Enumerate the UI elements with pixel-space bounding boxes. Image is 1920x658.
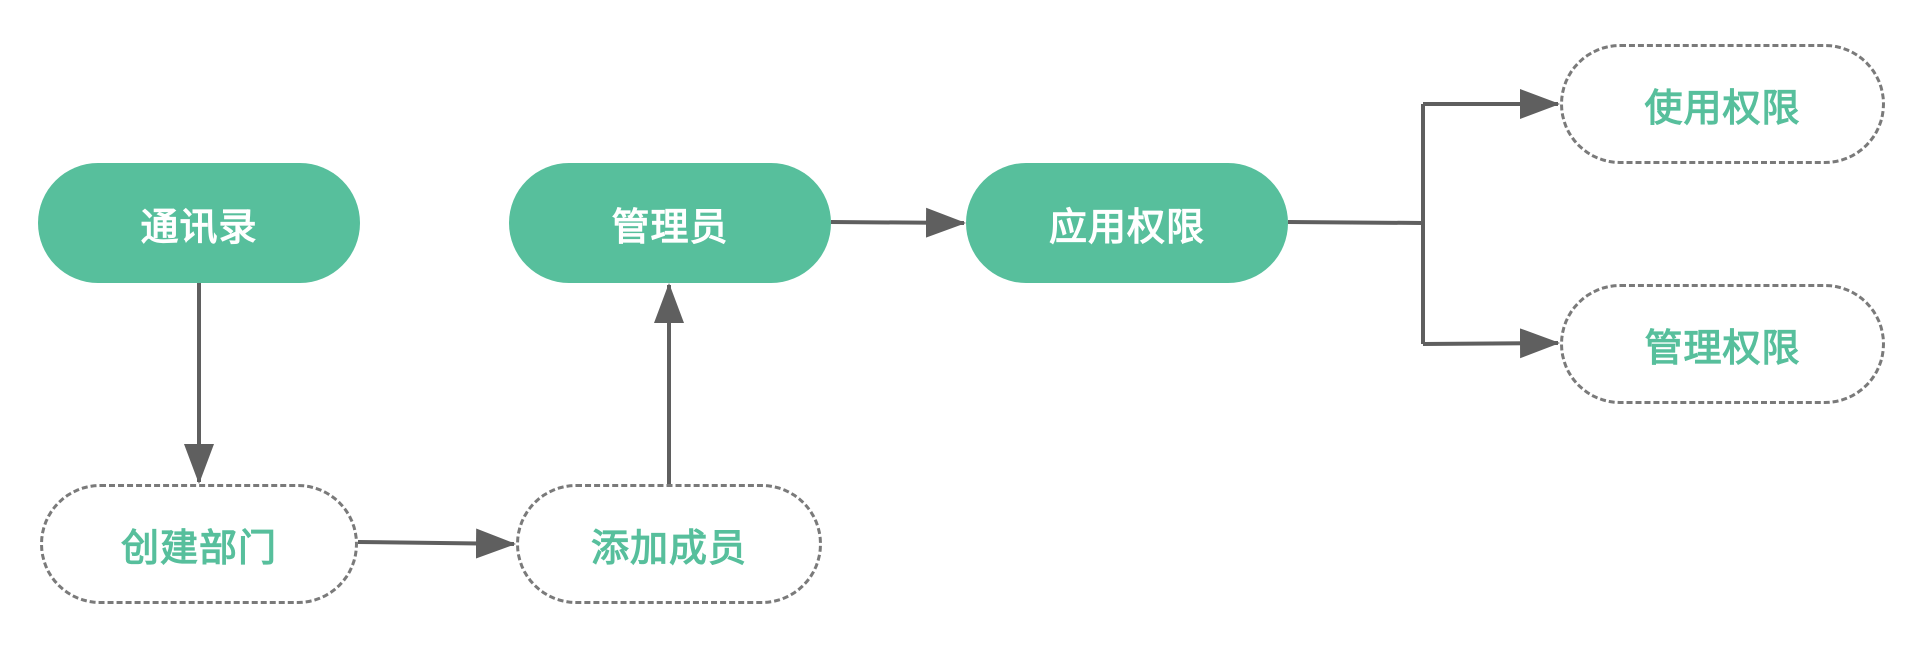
node-use-permission-label: 使用权限 <box>1644 85 1801 130</box>
edge-create-department-to-add-member <box>357 528 516 559</box>
node-app-permission-label: 应用权限 <box>1048 204 1205 249</box>
node-manage-permission-label: 管理权限 <box>1644 325 1801 370</box>
node-create-department: 创建部门 <box>40 484 358 604</box>
edge-app-permission-to-manage-permission <box>1422 328 1560 359</box>
node-contacts: 通讯录 <box>38 163 360 283</box>
node-use-permission: 使用权限 <box>1560 44 1885 164</box>
node-contacts-label: 通讯录 <box>140 204 258 249</box>
node-add-member: 添加成员 <box>516 484 822 604</box>
node-app-permission: 应用权限 <box>966 163 1288 283</box>
node-admin-label: 管理员 <box>611 204 729 249</box>
node-admin: 管理员 <box>509 163 831 283</box>
node-manage-permission: 管理权限 <box>1560 284 1885 404</box>
edge-admin-to-app-permission <box>830 207 966 238</box>
node-create-department-label: 创建部门 <box>120 525 277 570</box>
edge-app-permission-trunk <box>1287 220 1424 225</box>
node-add-member-label: 添加成员 <box>590 525 747 570</box>
